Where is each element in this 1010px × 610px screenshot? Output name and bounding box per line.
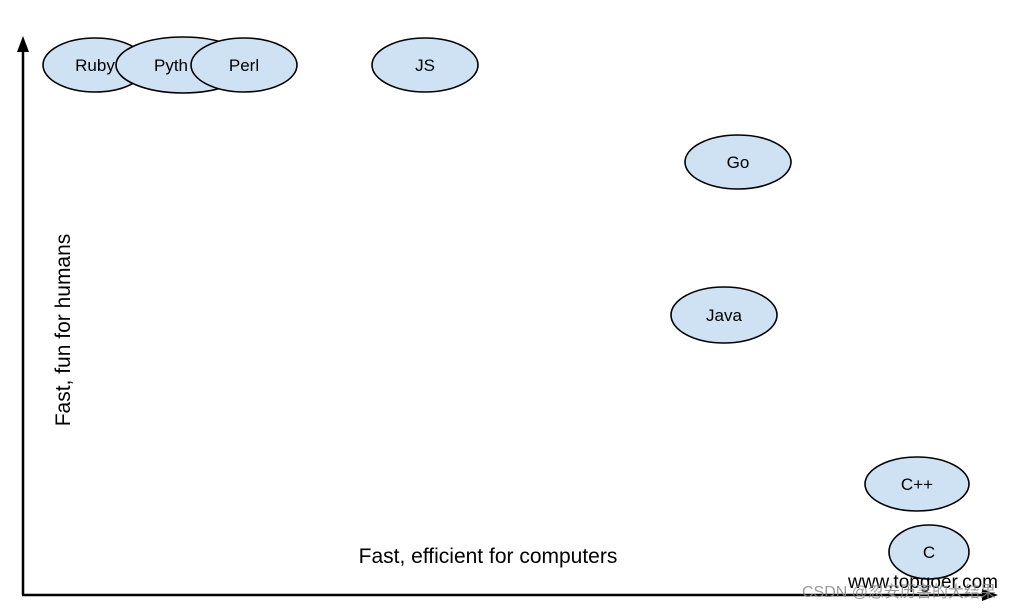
perl-label: Perl: [229, 56, 259, 75]
x-axis-arrowhead: [982, 589, 998, 601]
c-ellipse: [888, 524, 970, 580]
java-ellipse: [670, 286, 778, 344]
x-axis-label: Fast, efficient for computers: [359, 545, 618, 568]
bubble-cpp: C++: [864, 456, 970, 512]
watermark-site-text: www.topgoer.com: [848, 572, 998, 593]
cpp-ellipse: [864, 456, 970, 512]
bubble-c: C: [888, 524, 970, 580]
bubble-java: Java: [670, 286, 778, 344]
cpp-label: C++: [901, 475, 933, 494]
js-ellipse: [371, 37, 479, 93]
js-label: JS: [415, 56, 435, 75]
c-label: C: [923, 543, 935, 562]
bubble-go: Go: [684, 134, 792, 190]
python-label: Pyth: [154, 56, 188, 75]
go-label: Go: [727, 153, 750, 172]
ruby-label: Ruby: [75, 56, 115, 75]
perl-ellipse: [190, 37, 298, 93]
watermark-csdn-text: CSDN @忽安历害的大结果: [801, 584, 996, 601]
bubble-js: JS: [371, 37, 479, 93]
y-axis-arrowhead: [17, 36, 29, 52]
y-axis-label: Fast, fun for humans: [52, 234, 75, 427]
java-label: Java: [706, 306, 742, 325]
go-ellipse: [684, 134, 792, 190]
bubble-perl: Perl: [190, 37, 298, 93]
